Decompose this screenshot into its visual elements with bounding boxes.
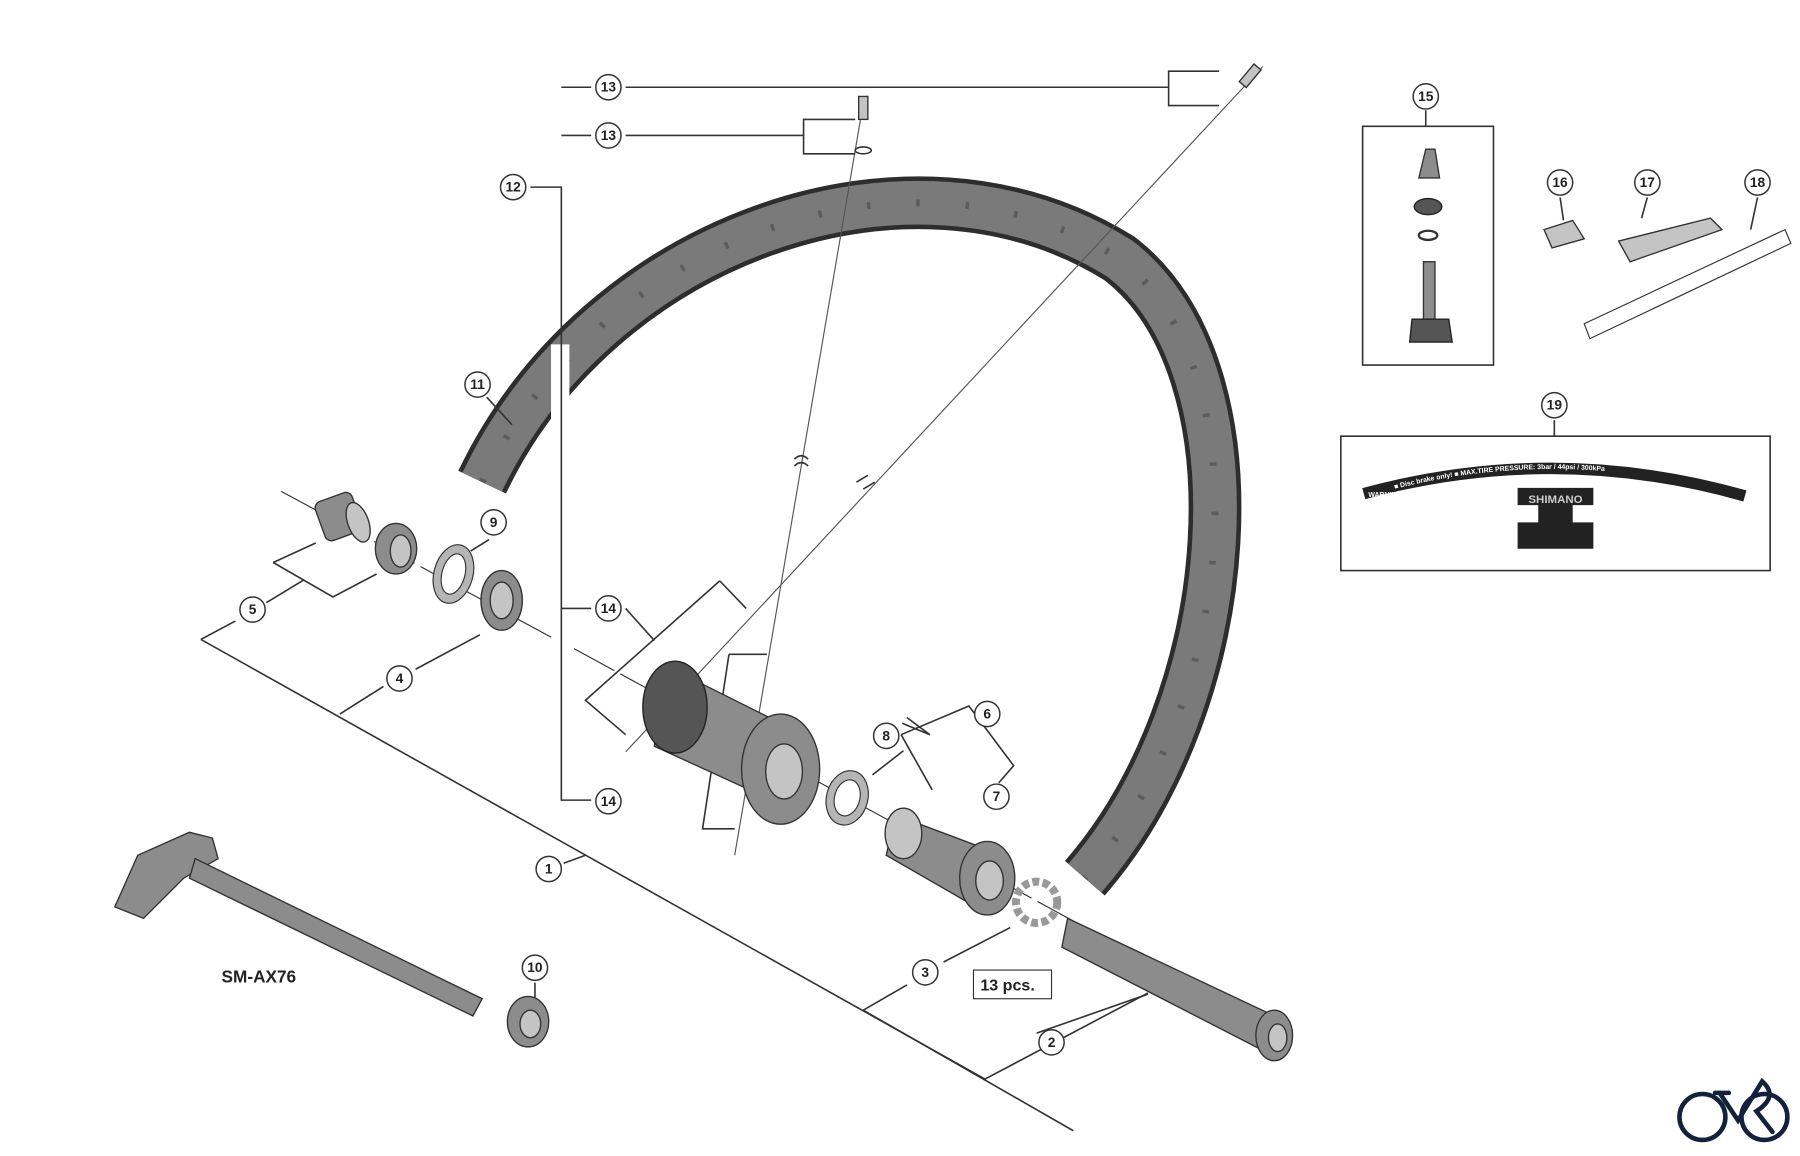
callout-4: 4 (386, 665, 413, 692)
callout-12: 12 (499, 173, 527, 201)
callout-16: 16 (1546, 169, 1574, 196)
svg-text:3: 3 (921, 965, 929, 980)
svg-text:10: 10 (527, 960, 543, 975)
callouts: 1 2 3 4 5 6 7 8 9 10 11 12 13 13 14 14 1… (239, 73, 1771, 1056)
end-cap-right (1061, 917, 1294, 1062)
svg-text:13: 13 (601, 80, 617, 95)
callout-15: 15 (1412, 83, 1440, 110)
svg-text:11: 11 (470, 377, 485, 392)
svg-text:13: 13 (601, 128, 617, 143)
svg-text:14: 14 (601, 601, 617, 616)
spoke-nipple (1238, 63, 1262, 89)
svg-text:15: 15 (1418, 89, 1434, 104)
callout-14b: 14 (595, 787, 622, 815)
rim (458, 176, 1242, 896)
callout-18: 18 (1744, 169, 1771, 196)
callout-14a: 14 (595, 595, 622, 622)
svg-text:7: 7 (993, 789, 1001, 804)
freehub-body (825, 770, 1016, 916)
svg-text:9: 9 (490, 515, 498, 530)
spoke-nipple (857, 95, 869, 121)
svg-text:18: 18 (1750, 175, 1766, 190)
svg-text:5: 5 (249, 602, 257, 617)
ball-count-label: 13 pcs. (980, 977, 1034, 995)
rim-tape-adapter (1543, 219, 1586, 249)
callout-13b: 13 (595, 122, 622, 149)
callout-11: 11 (464, 371, 491, 398)
svg-text:14: 14 (601, 794, 617, 809)
svg-text:1: 1 (545, 862, 553, 877)
svg-text:2: 2 (1048, 1035, 1056, 1050)
rim-sticker: ■ Disc brake only! ■ MAX.TIRE PRESSURE: … (1362, 462, 1747, 549)
leader-lines (200, 70, 1771, 1132)
hub-body (642, 660, 821, 825)
bicycle-logo-icon (1677, 1077, 1790, 1143)
callout-9: 9 (480, 508, 507, 536)
callout-3: 3 (911, 958, 939, 986)
callout-2: 2 (1038, 1028, 1065, 1056)
model-label: SM-AX76 (222, 967, 297, 987)
svg-text:8: 8 (882, 728, 890, 743)
svg-text:16: 16 (1552, 175, 1568, 190)
callout-10: 10 (521, 954, 549, 982)
callout-17: 17 (1633, 169, 1661, 196)
hub-parts-left (314, 491, 524, 631)
callout-5: 5 (239, 596, 266, 623)
callout-19: 19 (1540, 391, 1568, 419)
bearing-balls (1011, 877, 1062, 927)
sticker-text: ■ Disc brake only! ■ MAX.TIRE PRESSURE: … (1394, 464, 1606, 491)
callout-13a: 13 (595, 73, 622, 101)
valve-kit (1408, 148, 1453, 343)
callout-8: 8 (872, 722, 900, 750)
callout-7: 7 (983, 783, 1010, 811)
sticker-brand: SHIMANO (1528, 494, 1582, 506)
svg-text:19: 19 (1547, 398, 1563, 413)
thru-axle (113, 831, 550, 1048)
svg-text:4: 4 (396, 671, 404, 686)
callout-6: 6 (973, 700, 1001, 728)
valve-tool (1617, 217, 1724, 263)
svg-text:12: 12 (505, 180, 521, 195)
callout-1: 1 (535, 855, 563, 883)
svg-text:6: 6 (983, 707, 991, 722)
svg-text:17: 17 (1640, 175, 1656, 190)
sticker-warning: WARNING (1368, 492, 1401, 499)
rim-tape (1583, 228, 1792, 340)
